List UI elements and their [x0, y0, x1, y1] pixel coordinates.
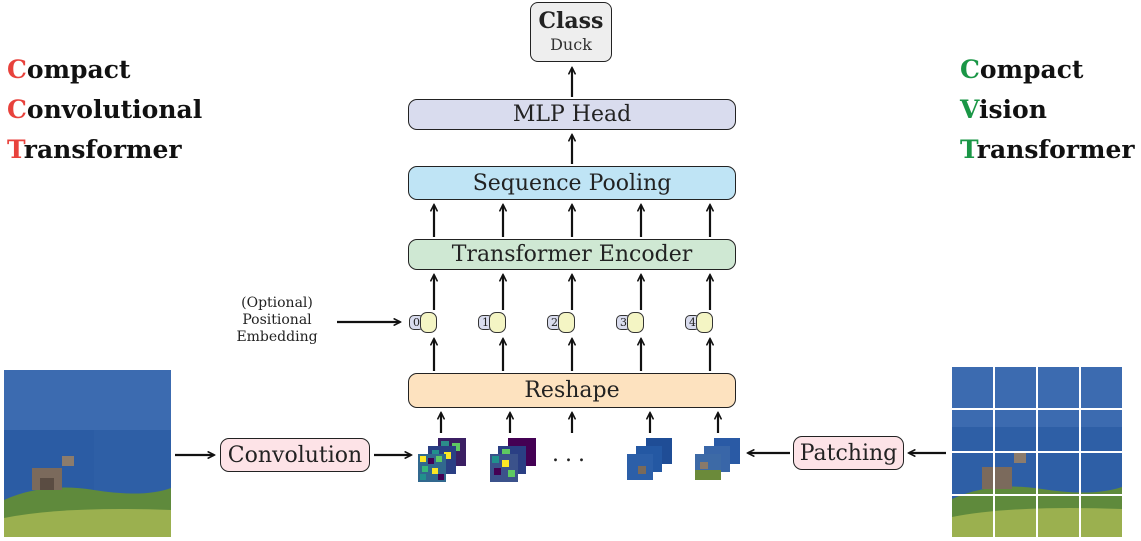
class-title: Class: [538, 8, 604, 34]
token-embedding-4: [696, 312, 713, 333]
cct-title: Compact Convolutional Transformer: [7, 50, 202, 170]
positional-embedding-label-line-2: Positional: [242, 312, 312, 328]
token-embedding-2: [558, 312, 575, 333]
patched-duck-image: [952, 367, 1122, 537]
positional-embedding-label-line-1: (Optional): [241, 295, 313, 311]
token-embedding-0: [420, 312, 437, 333]
mlp-head-block: MLP Head: [408, 99, 736, 130]
cct-title-line-1: Compact: [7, 55, 131, 84]
duck-image: [4, 370, 171, 537]
positional-embedding-label-line-3: Embedding: [236, 329, 318, 345]
reshape-block: Reshape: [408, 373, 736, 408]
token-embedding-1: [489, 312, 506, 333]
class-label: Duck: [550, 35, 592, 54]
ellipsis: ...: [552, 442, 591, 467]
cct-title-line-2: Convolutional: [7, 95, 203, 124]
patch-stack-1: [627, 438, 672, 480]
feature-map-stack-2: [490, 438, 536, 482]
feature-map-stack-1: [418, 438, 466, 482]
sequence-pooling-block: Sequence Pooling: [408, 166, 736, 200]
class-output-box: Class Duck: [530, 2, 612, 62]
transformer-encoder-block: Transformer Encoder: [408, 239, 736, 270]
cct-title-line-3: Transformer: [7, 135, 182, 164]
cvt-title-line-3: Transformer: [960, 135, 1135, 164]
patching-block: Patching: [793, 436, 904, 470]
cvt-title-line-2: Vision: [960, 95, 1047, 124]
positional-embedding-label: (Optional) Positional Embedding: [222, 295, 332, 346]
patch-grid: [952, 367, 1122, 537]
cvt-title-line-1: Compact: [960, 55, 1084, 84]
patch-stack-2: [695, 438, 740, 480]
cvt-title: Compact Vision Transformer: [960, 50, 1135, 170]
convolution-block: Convolution: [220, 438, 370, 472]
token-embedding-3: [627, 312, 644, 333]
